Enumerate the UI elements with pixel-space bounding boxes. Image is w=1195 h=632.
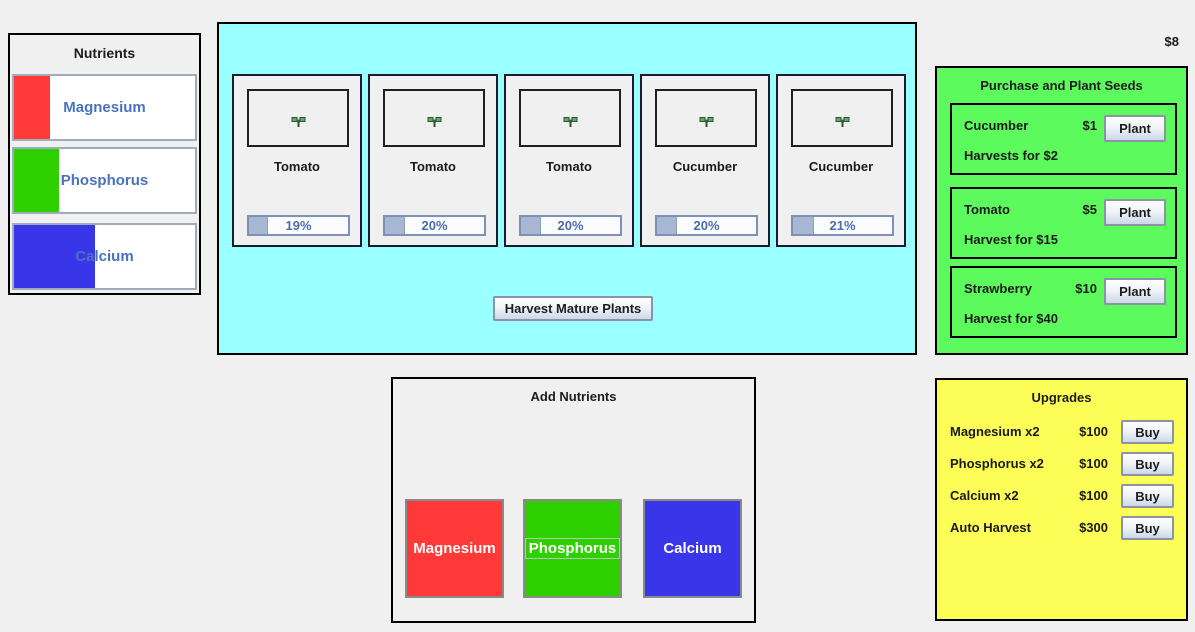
magnesium-level-bar: Magnesium bbox=[12, 74, 197, 141]
plant-growth-fill bbox=[521, 217, 541, 234]
plant-name: Tomato bbox=[410, 159, 456, 174]
seed-price: $10 bbox=[1075, 281, 1097, 296]
buy-magnesium-x2-button[interactable]: Buy bbox=[1121, 420, 1174, 444]
calcium-level-fill bbox=[14, 225, 96, 288]
add-calcium-button-label: Calcium bbox=[663, 540, 722, 557]
plants-panel: Tomato 19% Tomato 20% bbox=[217, 22, 917, 355]
add-magnesium-button-label: Magnesium bbox=[413, 540, 496, 557]
plant-slot-1: Tomato 19% bbox=[232, 74, 362, 247]
seed-item-strawberry: Strawberry $10 Plant Harvest for $40 bbox=[950, 266, 1177, 338]
buy-auto-harvest-button[interactable]: Buy bbox=[1121, 516, 1174, 540]
add-nutrients-panel: Add Nutrients Magnesium Phosphorus Calci… bbox=[391, 377, 756, 623]
plant-growth-fill bbox=[793, 217, 814, 234]
plant-growth-fill bbox=[657, 217, 677, 234]
plant-growth-percent: 21% bbox=[829, 218, 856, 233]
magnesium-level-label: Magnesium bbox=[63, 99, 146, 116]
plant-image-box bbox=[791, 89, 893, 147]
plant-growth-percent: 20% bbox=[421, 218, 448, 233]
upgrade-price: $300 bbox=[1079, 520, 1108, 535]
seedling-icon bbox=[835, 116, 849, 127]
seed-harvest-note: Harvests for $2 bbox=[964, 148, 1058, 163]
upgrades-title: Upgrades bbox=[1031, 390, 1092, 405]
buy-phosphorus-x2-button[interactable]: Buy bbox=[1121, 452, 1174, 476]
upgrade-name: Auto Harvest bbox=[950, 520, 1031, 535]
plant-slot-5: Cucumber 21% bbox=[776, 74, 906, 247]
add-calcium-button[interactable]: Calcium bbox=[643, 499, 742, 598]
upgrade-name: Calcium x2 bbox=[950, 488, 1019, 503]
upgrade-row-calcium-x2: Calcium x2 $100 Buy bbox=[937, 484, 1186, 508]
plant-growth-bar: 20% bbox=[655, 215, 758, 236]
plant-tomato-button[interactable]: Plant bbox=[1104, 199, 1166, 226]
add-magnesium-button[interactable]: Magnesium bbox=[405, 499, 504, 598]
phosphorus-level-label: Phosphorus bbox=[60, 172, 149, 189]
plant-slot-4: Cucumber 20% bbox=[640, 74, 770, 247]
upgrade-row-phosphorus-x2: Phosphorus x2 $100 Buy bbox=[937, 452, 1186, 476]
plant-cucumber-button[interactable]: Plant bbox=[1104, 115, 1166, 142]
seed-item-tomato: Tomato $5 Plant Harvest for $15 bbox=[950, 187, 1177, 259]
plant-image-box bbox=[383, 89, 485, 147]
seed-name: Tomato bbox=[964, 202, 1010, 217]
plant-growth-fill bbox=[249, 217, 268, 234]
plant-name: Tomato bbox=[274, 159, 320, 174]
buy-calcium-x2-button[interactable]: Buy bbox=[1121, 484, 1174, 508]
seedling-icon bbox=[563, 116, 577, 127]
seed-price: $5 bbox=[1082, 202, 1097, 217]
upgrade-name: Phosphorus x2 bbox=[950, 456, 1044, 471]
seed-harvest-note: Harvest for $40 bbox=[964, 311, 1058, 326]
nutrients-panel-title: Nutrients bbox=[73, 45, 136, 61]
nutrients-panel: Nutrients Magnesium Phosphorus Calcium bbox=[8, 33, 201, 295]
upgrade-row-magnesium-x2: Magnesium x2 $100 Buy bbox=[937, 420, 1186, 444]
phosphorus-level-fill bbox=[14, 149, 60, 212]
upgrade-price: $100 bbox=[1079, 488, 1108, 503]
plant-growth-bar: 19% bbox=[247, 215, 350, 236]
add-phosphorus-button[interactable]: Phosphorus bbox=[523, 499, 622, 598]
plant-growth-percent: 20% bbox=[557, 218, 584, 233]
seedling-icon bbox=[291, 116, 305, 127]
plant-growth-percent: 19% bbox=[285, 218, 312, 233]
plant-image-box bbox=[655, 89, 757, 147]
phosphorus-level-bar: Phosphorus bbox=[12, 147, 197, 214]
upgrade-name: Magnesium x2 bbox=[950, 424, 1040, 439]
upgrade-price: $100 bbox=[1079, 456, 1108, 471]
upgrade-price: $100 bbox=[1079, 424, 1108, 439]
upgrade-row-auto-harvest: Auto Harvest $300 Buy bbox=[937, 516, 1186, 540]
harvest-mature-plants-button[interactable]: Harvest Mature Plants bbox=[493, 296, 653, 321]
plant-growth-percent: 20% bbox=[693, 218, 720, 233]
add-phosphorus-button-label: Phosphorus bbox=[524, 538, 621, 559]
seedling-icon bbox=[699, 116, 713, 127]
seed-harvest-note: Harvest for $15 bbox=[964, 232, 1058, 247]
calcium-level-label: Calcium bbox=[75, 248, 134, 265]
seed-shop-panel: Purchase and Plant Seeds Cucumber $1 Pla… bbox=[935, 66, 1188, 355]
seed-name: Cucumber bbox=[964, 118, 1029, 133]
plant-growth-bar: 20% bbox=[519, 215, 622, 236]
seed-price: $1 bbox=[1082, 118, 1097, 133]
seed-name: Strawberry bbox=[964, 281, 1032, 296]
plant-slot-2: Tomato 20% bbox=[368, 74, 498, 247]
plant-growth-fill bbox=[385, 217, 405, 234]
seed-shop-title: Purchase and Plant Seeds bbox=[980, 78, 1143, 93]
plant-image-box bbox=[247, 89, 349, 147]
plant-growth-bar: 21% bbox=[791, 215, 894, 236]
upgrades-panel: Upgrades Magnesium x2 $100 Buy Phosphoru… bbox=[935, 378, 1188, 621]
plant-name: Cucumber bbox=[808, 159, 874, 174]
plant-name: Tomato bbox=[546, 159, 592, 174]
seed-item-cucumber: Cucumber $1 Plant Harvests for $2 bbox=[950, 103, 1177, 175]
plant-image-box bbox=[519, 89, 621, 147]
magnesium-level-fill bbox=[14, 76, 51, 139]
add-nutrients-title: Add Nutrients bbox=[530, 389, 617, 404]
money-balance: $8 bbox=[1164, 34, 1179, 49]
plant-strawberry-button[interactable]: Plant bbox=[1104, 278, 1166, 305]
seedling-icon bbox=[427, 116, 441, 127]
calcium-level-bar: Calcium bbox=[12, 223, 197, 290]
plant-slot-3: Tomato 20% bbox=[504, 74, 634, 247]
plant-growth-bar: 20% bbox=[383, 215, 486, 236]
plant-name: Cucumber bbox=[672, 159, 738, 174]
